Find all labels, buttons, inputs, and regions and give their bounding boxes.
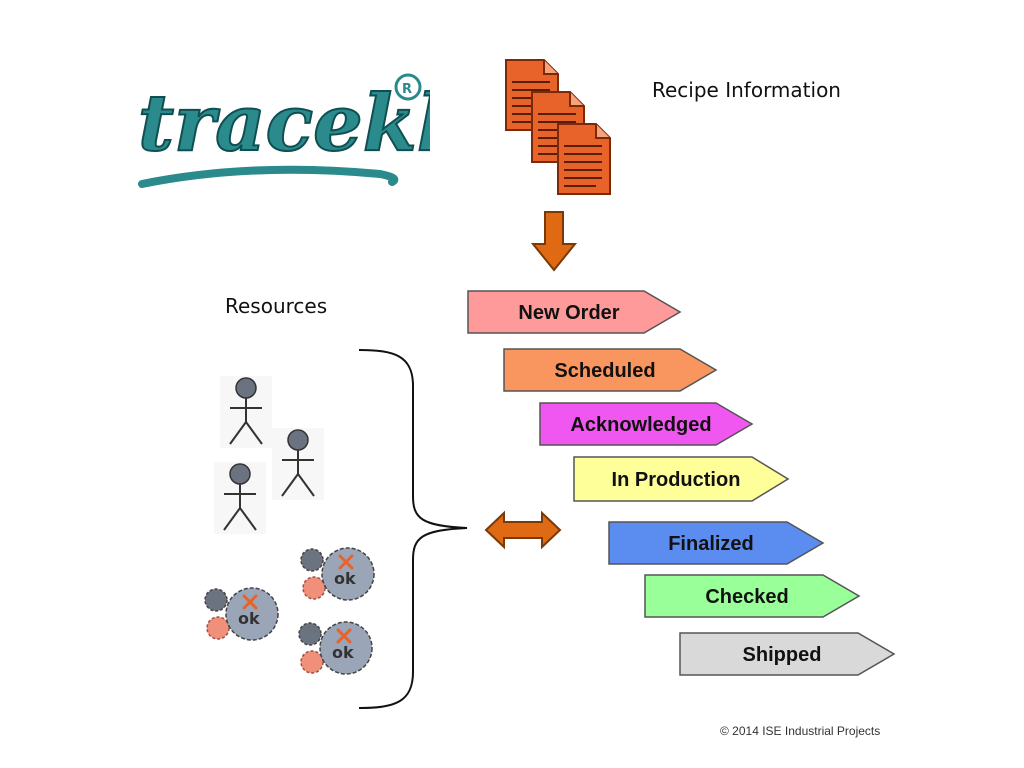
stage-label: Scheduled — [554, 360, 655, 382]
stage-label: Finalized — [668, 533, 754, 555]
tracekk-logo: tracekk R — [130, 62, 472, 212]
stage-arrow-shape — [644, 574, 861, 618]
logo-text: tracekk — [138, 78, 430, 169]
document-icon — [557, 123, 611, 195]
stage-arrow-shape — [608, 521, 825, 565]
workflow-stage-new-order: New Order — [467, 290, 682, 334]
stage-label: In Production — [612, 469, 741, 491]
logo-swoosh — [138, 165, 399, 188]
workflow-stage-scheduled: Scheduled — [503, 348, 718, 392]
copyright-text: © 2014 ISE Industrial Projects — [720, 724, 881, 738]
documents-icon — [504, 58, 616, 198]
registered-circle — [394, 73, 422, 101]
registered-mark: R — [402, 82, 412, 97]
down-arrow-icon — [530, 210, 578, 274]
stage-arrow-shape — [467, 290, 682, 334]
stage-arrow-shape — [503, 348, 718, 392]
workflow-stage-shipped: Shipped — [679, 632, 896, 676]
person-icon — [214, 462, 266, 534]
stage-arrow-shape — [573, 456, 790, 502]
double-arrow-icon — [484, 510, 562, 550]
stage-label: Shipped — [743, 644, 822, 666]
workflow-stage-finalized: Finalized — [608, 521, 825, 565]
workflow-stage-checked: Checked — [644, 574, 861, 618]
resources-brace — [355, 346, 475, 712]
stage-arrow-shape — [679, 632, 896, 676]
workflow-stage-acknowledged: Acknowledged — [539, 402, 754, 446]
people-group — [210, 370, 340, 540]
resources-label: Resources — [225, 294, 328, 318]
stage-label: Checked — [705, 586, 788, 608]
person-icon — [272, 428, 324, 500]
stage-label: New Order — [518, 302, 619, 324]
workflow-stage-in-production: In Production — [573, 456, 790, 502]
tracekk-logo-graphic: tracekk R — [137, 73, 472, 188]
person-icon — [220, 376, 272, 448]
stage-arrow-shape — [539, 402, 754, 446]
stage-label: Acknowledged — [570, 414, 711, 436]
recipe-information-label: Recipe Information — [652, 78, 841, 102]
gear-icon — [203, 586, 280, 642]
